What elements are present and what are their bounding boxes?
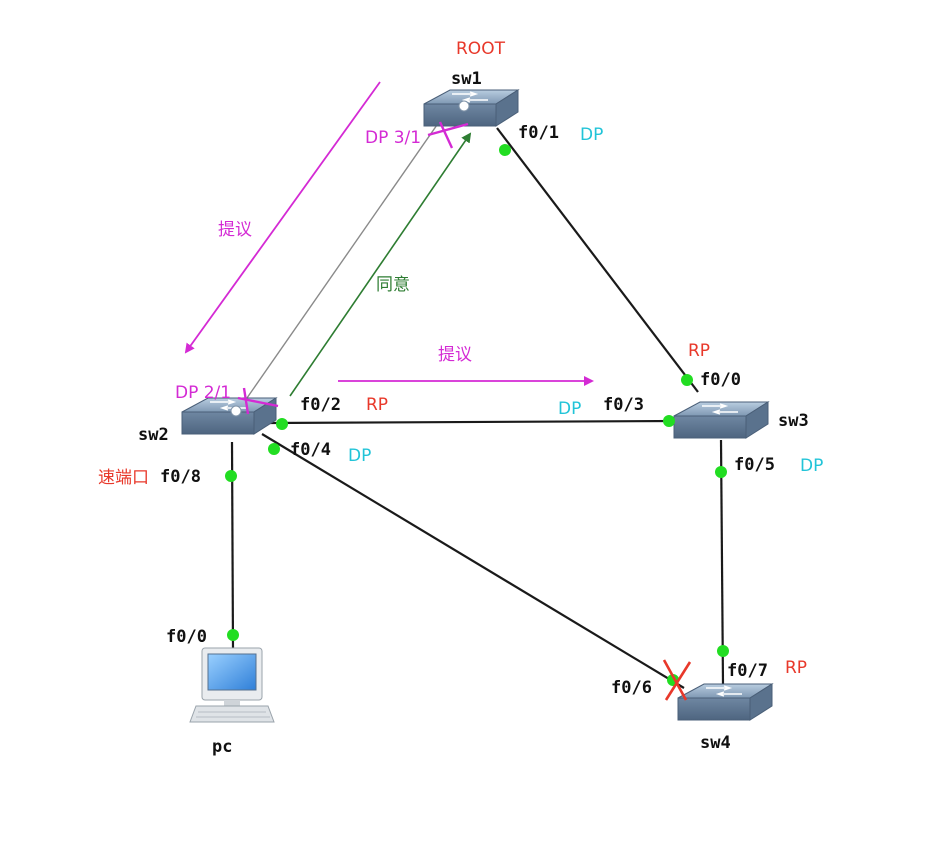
port-dot-sw3-f03[interactable]: [663, 415, 675, 427]
sw3-name: sw3: [778, 411, 809, 431]
switch-sw3[interactable]: [673, 401, 770, 439]
port-label-sw2-f02: f0/2: [300, 395, 341, 415]
role-sw3-f00: RP: [688, 341, 710, 361]
sw2-name: sw2: [138, 425, 169, 445]
pc-screen-icon: [207, 653, 257, 691]
role-sw4-f07: RP: [785, 658, 807, 678]
links: [230, 111, 725, 689]
port-dot-pc-f00[interactable]: [227, 629, 239, 641]
port-label-pc-f00: f0/0: [166, 627, 207, 647]
sw4-name: sw4: [700, 733, 731, 753]
role-sw2-sw1-side: DP 2/1: [175, 383, 231, 403]
role-sw2-f02: RP: [366, 395, 388, 415]
link-sw1-sw2: [239, 111, 447, 409]
port-label-sw1-f01: f0/1: [518, 123, 559, 143]
proposal-arrow-left: [184, 81, 381, 354]
port-label-sw2-f08: f0/8: [160, 467, 201, 487]
agreement-label: 同意: [376, 275, 410, 295]
port-dot-sw2-f08[interactable]: [225, 470, 237, 482]
proposal-label-right: 提议: [438, 345, 472, 365]
link-sw1-sw3: [496, 127, 699, 393]
role-sw1-f01: DP: [580, 125, 603, 145]
proposal-label-left: 提议: [218, 220, 252, 240]
role-sw3-f05: DP: [800, 456, 823, 476]
port-label-sw3-f05: f0/5: [734, 455, 775, 475]
port-dot-sw1-f01[interactable]: [499, 144, 511, 156]
port-label-sw4-f07: f0/7: [727, 661, 768, 681]
port-dot-sw2-f04[interactable]: [268, 443, 280, 455]
port-label-sw3-f00: f0/0: [700, 370, 741, 390]
port-dot-sw2-f02[interactable]: [276, 418, 288, 430]
role-sw2-f08-edge: 速端口: [98, 468, 149, 488]
switch-sw1[interactable]: [423, 89, 520, 127]
link-sw2-sw3: [269, 419, 679, 425]
link-sw3-sw4: [719, 439, 725, 686]
port-label-sw2-f04: f0/4: [290, 440, 331, 460]
pc-name: pc: [212, 737, 232, 757]
role-sw2-f04: DP: [348, 446, 371, 466]
port-label-sw3-f03: f0/3: [603, 395, 644, 415]
root-label: ROOT: [456, 39, 506, 59]
agreement-arrow: [289, 132, 472, 397]
block-mark-sw4-f06: [662, 659, 692, 701]
port-dot-sw3-f05[interactable]: [715, 466, 727, 478]
switch-sw2[interactable]: [181, 397, 278, 435]
port-dots: [225, 144, 729, 686]
switch-sw4[interactable]: [677, 683, 774, 721]
port-dot-sw3-f00[interactable]: [681, 374, 693, 386]
block-mark-sw1: [427, 121, 469, 149]
port-dot-sw4-f07[interactable]: [717, 645, 729, 657]
sw1-name: sw1: [451, 69, 482, 89]
port-label-sw4-f06: f0/6: [611, 678, 652, 698]
role-sw1-sw2-side: DP 3/1: [365, 128, 421, 148]
block-mark-sw2: [237, 387, 279, 415]
role-sw3-f03: DP: [558, 399, 581, 419]
pc-device[interactable]: [189, 647, 275, 723]
link-sw2-sw4: [261, 433, 685, 689]
